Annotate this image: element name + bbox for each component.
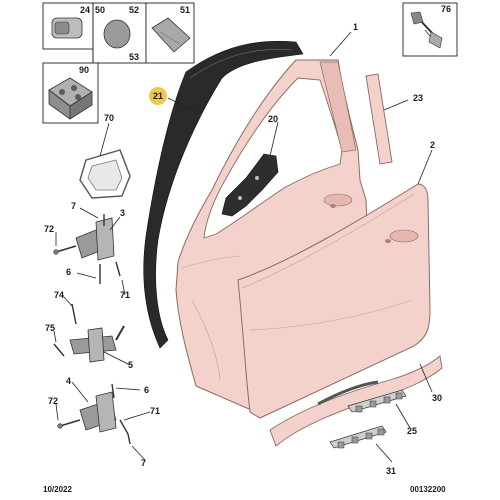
sill-moulding[interactable]	[269, 355, 443, 447]
label-71a: 71	[120, 290, 130, 300]
pillar-trim-strip[interactable]	[365, 73, 393, 165]
label-2: 2	[430, 140, 435, 150]
label-5: 5	[128, 360, 133, 370]
accessory-box-24[interactable]: 24	[42, 2, 94, 50]
clip-strip-25[interactable]	[347, 389, 407, 413]
label-52: 52	[129, 5, 139, 15]
upper-hinge[interactable]	[53, 214, 121, 284]
door-check-strap[interactable]	[53, 303, 125, 363]
label-51: 51	[180, 5, 190, 15]
leader-lines	[53, 29, 433, 463]
footer-date: 10/2022	[43, 485, 72, 494]
outer-door-panel[interactable]	[237, 183, 431, 419]
label-24: 24	[80, 5, 90, 15]
accessory-box-50-52-53[interactable]: 50 52 53	[92, 2, 147, 64]
label-75: 75	[45, 323, 55, 333]
lock-gasket[interactable]	[79, 149, 131, 199]
label-6a: 6	[66, 267, 71, 277]
label-21: 21	[153, 91, 163, 101]
accessory-box-51[interactable]: 51	[145, 2, 195, 64]
label-31: 31	[386, 466, 396, 476]
label-1: 1	[353, 22, 358, 32]
label-53: 53	[129, 52, 139, 62]
callouts: 1 2 3 4 5 6 6 7 7 20 21 23 25 30 31 70 7…	[44, 22, 442, 476]
label-20: 20	[268, 114, 278, 124]
label-50: 50	[95, 5, 105, 15]
label-72b: 72	[48, 396, 58, 406]
label-25: 25	[407, 426, 417, 436]
label-23: 23	[413, 93, 423, 103]
glass-channel[interactable]	[221, 153, 279, 217]
footer-reference: 00132200	[410, 485, 446, 494]
label-7a: 7	[71, 201, 76, 211]
accessory-box-90[interactable]: 90	[42, 62, 99, 124]
label-70: 70	[104, 113, 114, 123]
label-76: 76	[441, 4, 451, 14]
accessory-box-76[interactable]: 76	[402, 2, 458, 57]
label-72a: 72	[44, 224, 54, 234]
label-71b: 71	[150, 406, 160, 416]
label-7b: 7	[141, 458, 146, 468]
label-4: 4	[66, 376, 71, 386]
label-30: 30	[432, 393, 442, 403]
door-seal[interactable]	[143, 40, 304, 349]
clip-strip-31[interactable]	[329, 425, 387, 449]
label-6b: 6	[144, 385, 149, 395]
highlight-dot-21	[149, 87, 167, 105]
lower-hinge[interactable]	[57, 383, 131, 445]
label-90: 90	[79, 65, 89, 75]
label-3: 3	[120, 208, 125, 218]
label-74: 74	[54, 290, 64, 300]
